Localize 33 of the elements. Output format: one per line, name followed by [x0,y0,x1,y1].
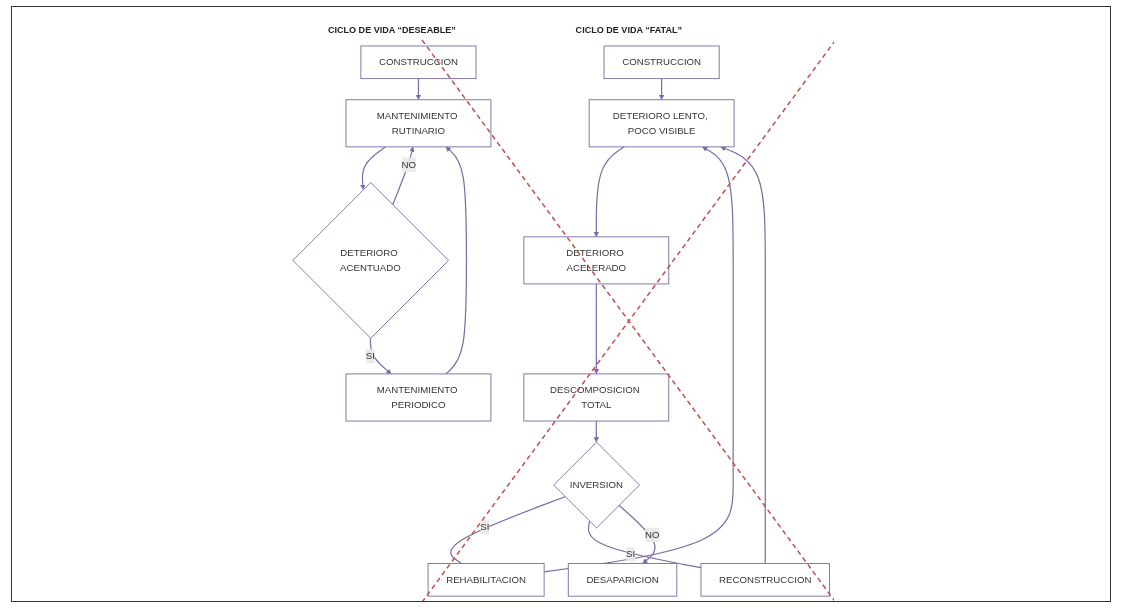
arrow [359,146,387,190]
node-box: DETERIORO LENTO, POCO VISIBLE [588,99,735,148]
arrow [720,146,766,565]
arrow [593,420,599,443]
arrow [593,283,599,375]
diagram-heading: CICLO DE VIDA “FATAL” [575,24,682,35]
arrow [543,146,734,573]
connector [450,496,566,565]
arrow [618,504,656,564]
node-box: CONSTRUCCION [603,45,720,80]
arrow [593,146,625,238]
node-box: MANTENIMIENTO RUTINARIO [345,99,492,148]
arrow [415,78,421,100]
node-box: DESCOMPOSICION TOTAL [523,373,670,422]
node-box: DETERIORO ACELERADO [523,236,670,285]
connector [587,520,702,569]
edge-label: SI [480,521,490,532]
node-box: RECONSTRUCCION [700,563,830,597]
edge-label: NO [644,529,660,540]
node-box: DESAPARICION [567,563,678,597]
arrow [658,78,665,100]
arrow [445,146,467,375]
arrow [369,337,392,375]
arrow [391,146,415,206]
edge-label: SI [625,548,636,560]
edge-label: NO [401,159,416,170]
node-diamond: INVERSION [553,441,640,529]
node-box: CONSTRUCCION [360,45,477,80]
node-box: REHABILITACION [427,563,545,597]
edge-label: SI [365,350,375,361]
diagram-heading: CICLO DE VIDA “DESEABLE” [327,24,456,35]
node-diamond: DETERIORO ACENTUADO [292,182,449,339]
node-box: MANTENIMIENTO PERIODICO [345,373,492,422]
